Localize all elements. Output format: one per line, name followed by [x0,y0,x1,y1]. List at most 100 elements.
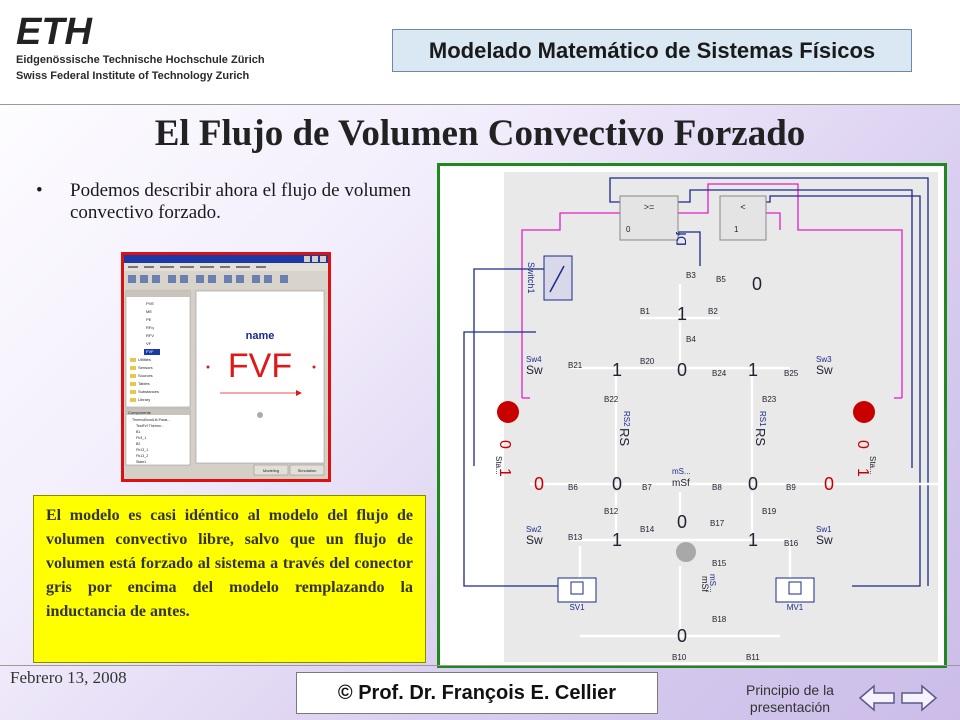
bond-label: B18 [712,615,727,624]
right-connector-icon [312,365,316,369]
tab-modeling[interactable] [253,464,289,476]
junction-0-far-right[interactable]: 0 [824,474,834,494]
institution-line-en: Swiss Federal Institute of Technology Zu… [16,70,250,82]
sw4-label: Sw4 [526,355,542,364]
next-arrow-icon[interactable] [901,684,938,712]
header-divider [0,104,960,105]
nav-arrows [858,684,938,712]
home-link[interactable]: Principio de la presentación [746,682,834,715]
bond-label: B16 [784,539,799,548]
junction-1-bottom[interactable]: 0 [677,626,687,646]
tree-item[interactable]: Utilities [138,357,151,362]
bond-label: B5 [716,275,726,284]
switch-icon [549,265,565,293]
bullet-text: Podemos describir ahora el flujo de volu… [70,180,411,223]
state-indicator-left-icon [497,401,519,423]
footer-divider [0,665,960,666]
state-right-bottom: 1 [854,468,871,477]
component-item[interactable]: B2 [136,442,140,446]
sv1-label: SV1 [569,603,585,612]
svg-text:ETH: ETH [16,12,94,48]
component-item[interactable]: TestFvf Thermo... [136,424,164,428]
tree-item[interactable]: Sensors [138,365,153,370]
tree-item[interactable]: ME [146,309,152,314]
junction-0-right[interactable]: 0 [748,474,758,494]
tree-item[interactable]: RFq [146,325,154,330]
tab-modeling-label: Modeling [263,468,279,473]
tree-item[interactable]: Tables [138,381,150,386]
tree-item[interactable]: PE [146,317,152,322]
bond-label: B14 [640,525,655,534]
tab-simulation[interactable] [289,464,325,476]
course-title-box [392,29,912,72]
bullet-point: • Podemos describir ahora el flujo de vo… [36,180,426,224]
junction-0-mid[interactable]: 0 [677,360,687,380]
junction-0-top[interactable]: 0 [752,274,762,294]
state-left-bottom: 1 [496,468,513,477]
junction-0-left[interactable]: 0 [612,474,622,494]
msf-lower-block[interactable]: mSf [700,576,710,593]
comparator-ge-label: >= [644,202,655,212]
bond-graph-diagram: >= 0 < 1 Switch1 Df 0 1 1 0 1 Sw4 Sw Sw3… [437,163,947,668]
copyright-notice: © Prof. Dr. François E. Cellier [296,672,658,714]
component-item[interactable]: ThermoBondLib.Passi... [132,418,170,422]
tree-item[interactable]: RFV [146,333,154,338]
component-item[interactable]: Fb13_2 [136,454,148,458]
bond-label: B25 [784,369,799,378]
course-title: Modelado Matemático de Sistemas Físicos [428,38,876,63]
comparator-ge-block[interactable] [619,195,679,241]
gray-connector-icon [257,412,263,418]
bond-label: B6 [568,483,578,492]
tree-item[interactable]: Library [138,397,150,402]
component-item[interactable]: B1 [136,430,140,434]
tree-item[interactable]: PVE [146,301,154,306]
tree-item-selected[interactable]: FVF [146,349,154,354]
icon-name-label: name [246,330,275,342]
tree-item[interactable]: VF [146,341,152,346]
previous-arrow-icon[interactable] [858,684,895,712]
bond-label: B8 [712,483,722,492]
comparator-lt-block[interactable] [719,195,767,241]
sw3-block[interactable]: Sw [816,363,833,377]
bond-label: B1 [640,307,650,316]
bond-label: B11 [746,653,760,662]
component-item[interactable]: State1 [136,460,146,464]
bond-label: B3 [686,271,696,280]
bond-label: B21 [568,361,583,370]
icon-canvas [195,290,325,464]
state-left-top: 0 [496,440,513,449]
msf-lower-label: mS... [708,574,717,593]
sw1-block[interactable]: Sw [816,533,833,547]
tree-item[interactable]: Sources [138,373,153,378]
junction-1-left[interactable]: 1 [612,360,622,380]
software-screenshot: PVE ME PE RFq RFV VF FVF Utilities Senso… [121,252,331,482]
junction-0-lower[interactable]: 0 [677,512,687,532]
bond-label: B4 [686,335,696,344]
mv1-block[interactable] [775,577,815,603]
state-left-label: Sta... [494,456,503,475]
bond-label: B24 [712,369,727,378]
component-item[interactable]: Fb3_1 [136,436,146,440]
switch-label: Switch1 [526,262,536,294]
component-browser [125,408,191,466]
junction-1-top[interactable]: 1 [677,304,687,324]
title-bar [124,255,328,263]
junction-1-right[interactable]: 1 [748,360,758,380]
fvf-icon-label: FVF [228,347,292,385]
slide-title: El Flujo de Volumen Convectivo Forzado [154,113,806,154]
junction-1-lower-left[interactable]: 1 [612,530,622,550]
junction-0-far-left[interactable]: 0 [534,474,544,494]
sw2-label: Sw2 [526,525,542,534]
bond-label: B2 [708,307,718,316]
sw2-block[interactable]: Sw [526,533,543,547]
rs2-label: RS2 [622,411,631,427]
rs2-block[interactable]: RS [617,428,632,446]
footer-date: Febrero 13, 2008 [10,668,127,687]
junction-1-lower-right[interactable]: 1 [748,530,758,550]
tree-item[interactable]: Substances [138,389,159,394]
sw4-block[interactable]: Sw [526,363,543,377]
eth-logo: ETH [16,12,94,48]
rs1-block[interactable]: RS [753,428,768,446]
msf-block[interactable]: mSf [672,478,690,489]
component-item[interactable]: Fb13_1 [136,448,148,452]
